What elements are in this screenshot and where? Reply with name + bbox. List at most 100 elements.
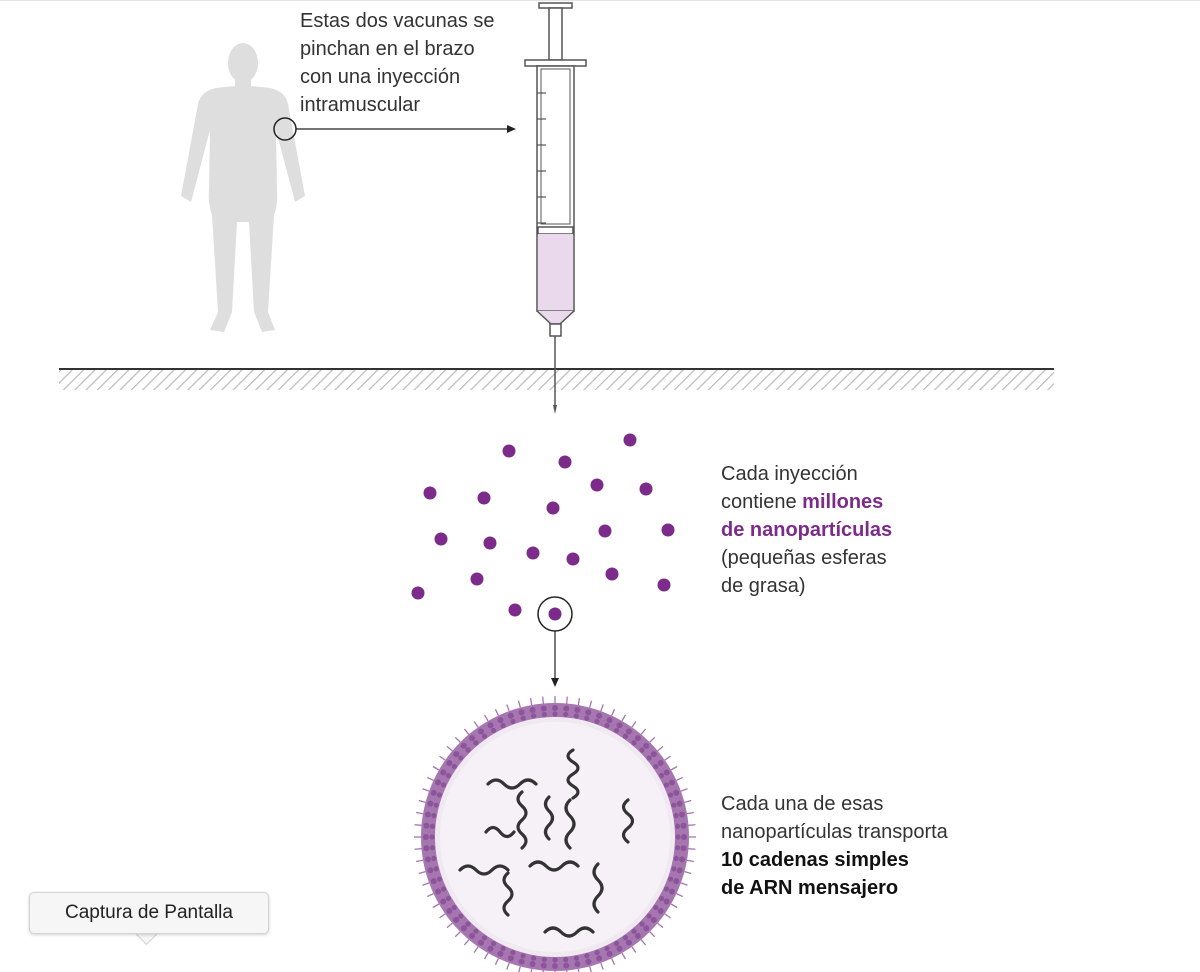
- nanoparticle: [483, 536, 497, 550]
- lipid-tail: [684, 871, 692, 875]
- lipid-tail: [688, 824, 696, 826]
- lipid-tail: [631, 721, 637, 728]
- screenshot-tooltip[interactable]: Captura de Pantalla: [29, 892, 269, 934]
- lipid-tail: [589, 700, 593, 708]
- lipid-head: [423, 834, 429, 840]
- lipid-tail: [566, 696, 568, 704]
- lipid-head: [478, 728, 485, 735]
- lipid-head: [458, 913, 464, 919]
- lipid-tail: [680, 788, 688, 792]
- lipid-head: [529, 961, 536, 968]
- lipid-head: [574, 706, 581, 713]
- lipid-head: [667, 876, 674, 882]
- lipid-tail: [664, 913, 671, 919]
- lipid-head: [487, 722, 494, 729]
- lipid-head: [497, 950, 504, 957]
- lipid-head: [458, 755, 464, 761]
- lipid-head: [487, 945, 494, 952]
- nanoparticle: [526, 546, 540, 560]
- lipid-tail: [432, 903, 440, 909]
- lipid-head: [552, 963, 558, 969]
- lipid-head: [596, 955, 603, 962]
- lipid-head: [424, 856, 431, 863]
- lipid-head: [510, 949, 516, 956]
- lipid-head: [671, 802, 677, 808]
- lipid-tail: [432, 765, 440, 771]
- lipid-head: [585, 958, 592, 965]
- lipid-head: [663, 898, 670, 905]
- lipid-head: [673, 789, 680, 796]
- lipid-tail: [426, 776, 434, 781]
- lipid-head: [552, 711, 558, 717]
- lipid-head: [469, 735, 476, 742]
- lipid-head: [596, 712, 603, 719]
- lipid-head: [435, 888, 442, 895]
- rna-strand-icon: [528, 860, 580, 872]
- rna-strand-icon: [621, 798, 635, 844]
- lipid-head: [541, 956, 547, 963]
- nanoparticle: [423, 486, 437, 500]
- lipid-head: [643, 925, 650, 932]
- lipid-head: [429, 823, 436, 829]
- lipid-head: [625, 728, 632, 735]
- lipid-tail: [529, 698, 533, 706]
- lipid-head: [680, 845, 687, 852]
- nanoparticles-label-highlight: de nanopartículas: [721, 519, 893, 541]
- injection-arrowhead: [507, 125, 516, 133]
- human-silhouette-icon: [181, 43, 305, 332]
- lipid-tail: [416, 811, 424, 815]
- lipid-head: [613, 940, 620, 947]
- lipid-tail: [518, 966, 521, 972]
- lipid-tail: [600, 704, 604, 712]
- lipid-head: [573, 955, 579, 961]
- lipid-head: [671, 866, 677, 872]
- lipid-head: [613, 727, 620, 734]
- nanoparticle: [598, 524, 612, 538]
- lipid-tail: [439, 755, 446, 761]
- lipid-tail: [422, 788, 430, 792]
- lipid-tail: [418, 799, 426, 803]
- lipid-tail: [517, 700, 521, 708]
- lipid-head: [510, 718, 516, 725]
- lipid-head: [465, 921, 471, 927]
- lipid-head: [500, 945, 506, 952]
- lipid-head: [490, 940, 497, 947]
- lipid-head: [520, 953, 526, 959]
- lipid-head: [446, 907, 453, 914]
- nanoparticle: [434, 532, 448, 546]
- lipid-head: [469, 932, 476, 939]
- lipid-head: [673, 878, 680, 885]
- lipid-tail: [473, 946, 479, 953]
- lipid-head: [436, 876, 443, 882]
- lipid-tail: [454, 736, 461, 743]
- lipid-tail: [670, 765, 678, 771]
- lipid-head: [657, 907, 664, 914]
- lipid-tail: [657, 745, 664, 752]
- nanoparticle: [470, 572, 484, 586]
- lipid-head: [433, 866, 439, 872]
- rna-strand-icon: [502, 871, 514, 917]
- lipid-tail: [446, 745, 453, 752]
- lipid-tail: [577, 698, 581, 706]
- lipid-head: [604, 945, 610, 952]
- lipid-head: [433, 802, 439, 808]
- nanoparticles-label-prefix: contiene: [721, 491, 803, 513]
- lipid-head: [673, 855, 679, 861]
- lipid-tail: [589, 966, 592, 972]
- lipid-head: [681, 834, 687, 840]
- lipid-tail: [684, 799, 692, 803]
- lipid-head: [552, 705, 558, 711]
- rna-strand-icon: [543, 926, 595, 938]
- lipid-head: [658, 895, 665, 902]
- lipid-head: [622, 935, 629, 941]
- lipid-tail: [506, 962, 510, 970]
- lipid-head: [594, 718, 600, 725]
- lipid-head: [436, 792, 443, 798]
- lipid-head: [584, 953, 590, 959]
- lipid-head: [507, 955, 514, 962]
- lipid-tail: [688, 848, 696, 850]
- lipid-tail: [600, 962, 604, 970]
- lipid-head: [429, 845, 436, 851]
- lipid-head: [440, 769, 447, 776]
